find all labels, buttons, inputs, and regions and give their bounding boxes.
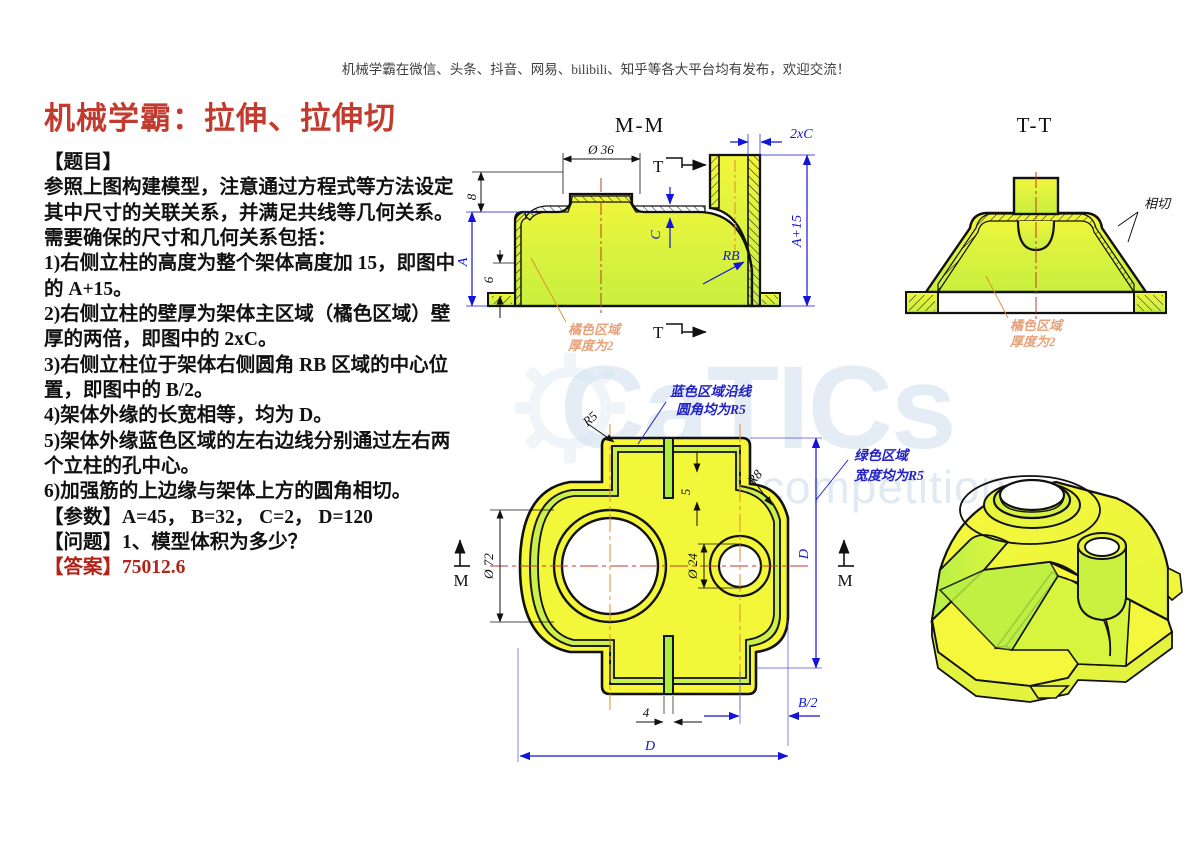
- mm-leader-rb: [702, 261, 745, 285]
- mm-dim-wall-c: C: [649, 230, 664, 240]
- plan-dim-rib-width: 5: [678, 488, 693, 495]
- plan-leader-green-note: [815, 459, 849, 501]
- params-value: A=45， B=32， C=2， D=120: [122, 506, 373, 528]
- page-title: 机械学霸：拉伸、拉伸切: [44, 101, 396, 136]
- answer-value: 75012.6: [122, 557, 186, 579]
- question-value: 1、模型体积为多少？: [122, 532, 308, 554]
- mm-note-line2: 厚度为2: [567, 338, 614, 353]
- answer-label: 【答案】: [44, 557, 123, 579]
- problem-paragraph-1: 需要确保的尺寸和几何关系包括：: [44, 227, 337, 249]
- iso-flange-tab: [1167, 566, 1183, 602]
- mm-dim-total-h: A: [456, 257, 471, 267]
- requirement-5: 6)加强筋的上边缘与架体上方的圆角相切。: [44, 481, 412, 503]
- mm-dim-post-h: A+15: [790, 215, 805, 248]
- mm-cut-bracket-bot: [666, 323, 683, 334]
- view-section-mm: M-M Ø 36: [456, 100, 820, 375]
- tt-foot-left-hatch: [909, 295, 935, 311]
- plan-note-blue-line2: 圆角均为R5: [676, 402, 746, 417]
- mm-dim-post-wall: 2xC: [790, 127, 813, 142]
- tt-wall-hatch: [937, 213, 1135, 294]
- mm-foot-left-hatch: [492, 296, 512, 304]
- iso-post-body: [1077, 546, 1127, 622]
- iso-boss-bore-depth: [999, 494, 1065, 513]
- answer-row: 【答案】75012.6: [44, 555, 456, 580]
- requirement-3: 4)架体外缘的长宽相等，均为 D。: [44, 405, 333, 427]
- requirement-1: 2)右侧立柱的壁厚为架体主区域（橘色区域）壁厚的两倍，即图中的 2xC。: [44, 303, 451, 351]
- plan-dim-post-offset: B/2: [798, 696, 817, 711]
- plan-dim-length-d: D: [644, 739, 655, 754]
- plan-note-green-line2: 宽度均为R5: [853, 468, 924, 483]
- mm-post-wall-right: [747, 154, 761, 307]
- question-row: 【问题】1、模型体积为多少？: [44, 530, 456, 555]
- plan-rib-bottom: [663, 635, 674, 695]
- tt-foot-right-hatch: [1137, 295, 1163, 311]
- mm-leader-note: [530, 257, 567, 323]
- plan-leader-r8: [749, 475, 773, 506]
- mm-dim-base-h: 6: [481, 276, 496, 283]
- question-label: 【问题】: [44, 532, 123, 554]
- plan-green-note: 绿色区域 宽度均为R5: [812, 438, 1002, 513]
- mm-dim-bore: Ø 36: [587, 142, 614, 157]
- requirement-4: 5)架体外缘蓝色区域的左右边线分别通过左右两个立柱的孔中心。: [44, 430, 451, 477]
- iso-post-bore: [1084, 537, 1120, 557]
- iso-front-notch: [1028, 685, 1070, 699]
- plan-dim-width-d: D: [797, 549, 812, 560]
- problem-label: 【题目】: [44, 151, 123, 173]
- plan-leader-r5: [587, 423, 615, 443]
- section-tt-title: T-T: [1017, 113, 1054, 137]
- mm-dim-flange-h: 8: [464, 193, 479, 200]
- plan-dim-small-bore: Ø 24: [685, 553, 700, 580]
- params-label: 【参数】: [44, 506, 123, 528]
- tt-leader-tangent-a: [1117, 211, 1139, 227]
- mm-dim-fillet: RB: [721, 249, 740, 264]
- mm-foot-right-hatch: [762, 295, 778, 304]
- promo-header: 机械学霸在微信、头条、抖音、网易、bilibili、知乎等各大平台均有发布，欢迎…: [341, 62, 851, 77]
- plan-dim-rib-thk: 4: [643, 705, 650, 720]
- plan-cut-mark-m-right: M: [837, 571, 852, 590]
- tt-leader-note: [985, 275, 1009, 319]
- plan-note-blue-line1: 蓝色区域沿线: [670, 384, 752, 399]
- view-plan: Ø 72 Ø 24 5 4 R5 R8: [450, 380, 870, 785]
- params-row: 【参数】A=45， B=32， C=2， D=120: [44, 505, 456, 530]
- article-text-column: 机械学霸：拉伸、拉伸切 【题目】 参照上图构建模型，注意通过方程式等方法设定其中…: [44, 96, 456, 581]
- iso-boss-ring-outer: [959, 475, 1101, 545]
- view-section-tt: T-T 相切 橘色区域: [890, 100, 1180, 365]
- mm-note-line1: 橘色区域: [568, 322, 622, 337]
- plan-note-green-line1: 绿色区域: [854, 448, 910, 463]
- plan-leader-blue-note: [637, 401, 667, 445]
- requirement-2: 3)右侧立柱位于架体右侧圆角 RB 区域的中心位置，即图中的 B/2。: [44, 354, 449, 401]
- article-body: 【题目】 参照上图构建模型，注意通过方程式等方法设定其中尺寸的关联关系，并满足共…: [44, 150, 456, 581]
- plan-dim-big-bore: Ø 72: [481, 553, 496, 580]
- problem-paragraph-0: 参照上图构建模型，注意通过方程式等方法设定其中尺寸的关联关系，并满足共线等几何关…: [44, 177, 454, 224]
- plan-rib-top: [663, 437, 674, 499]
- plan-dim-corner-r5: R5: [579, 408, 601, 430]
- requirement-0: 1)右侧立柱的高度为整个架体高度加 15，即图中的 A+15。: [44, 253, 456, 300]
- tt-note-line1: 橘色区域: [1010, 318, 1064, 333]
- tt-leader-tangent-b: [1127, 211, 1139, 243]
- mm-post-wall-left: [709, 154, 720, 209]
- tt-note-line2: 厚度为2: [1009, 334, 1056, 349]
- section-mm-title: M-M: [615, 113, 665, 137]
- mm-wall-top: [525, 195, 706, 221]
- view-isometric: [880, 450, 1190, 775]
- mm-cut-mark-t-bot: T: [653, 323, 664, 342]
- mm-cut-bracket-top: [666, 157, 683, 168]
- mm-wall-left: [514, 211, 527, 307]
- mm-cut-mark-t-top: T: [653, 157, 664, 176]
- iso-boss-bore: [998, 478, 1066, 512]
- tt-note-tangent: 相切: [1144, 196, 1172, 211]
- plan-cut-mark-m-left: M: [453, 571, 468, 590]
